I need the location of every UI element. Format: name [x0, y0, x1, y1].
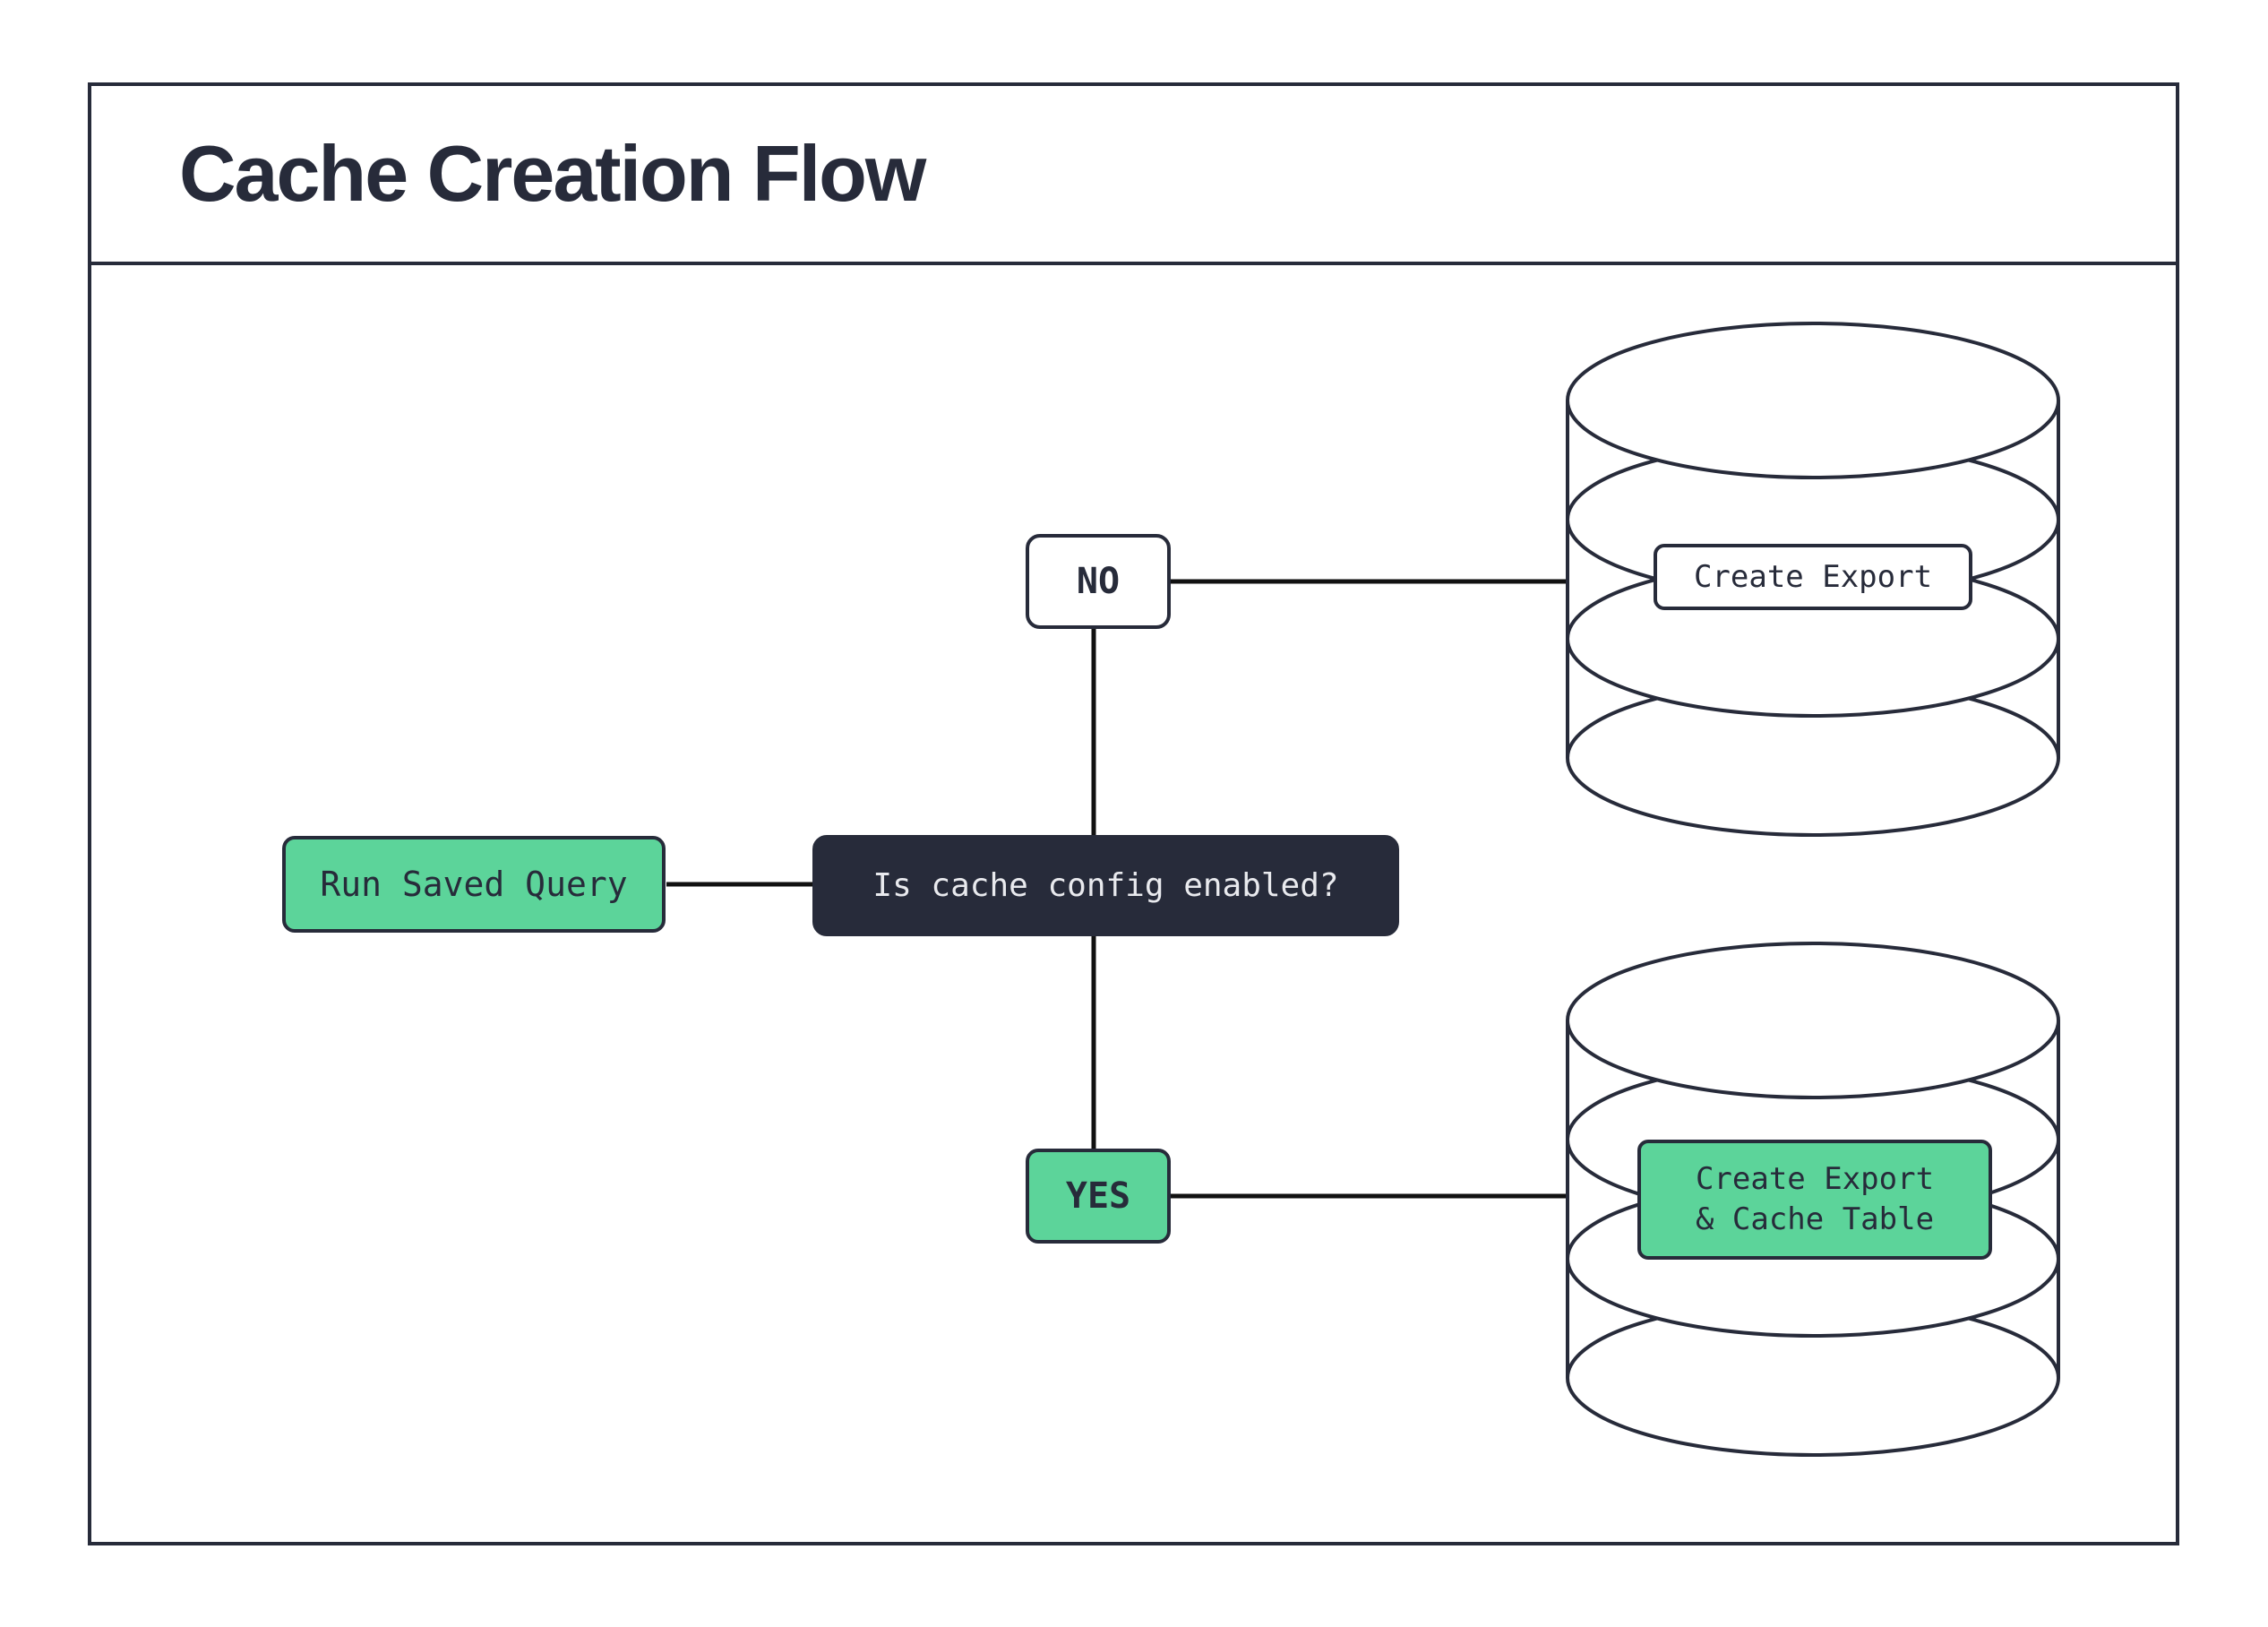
create-export-label: Create Export [1693, 559, 1933, 595]
node-branch-yes: YES [1026, 1149, 1171, 1244]
node-branch-no: NO [1026, 534, 1171, 629]
node-create-export-cache-table: Create Export & Cache Table [1637, 1140, 1992, 1260]
node-run-saved-query-label: Run Saved Query [320, 865, 628, 904]
diagram-header: Cache Creation Flow [91, 86, 2176, 265]
disk-1 [1566, 322, 2060, 479]
page-title: Cache Creation Flow [179, 129, 926, 218]
node-decision-label: Is cache config enabled? [872, 867, 1339, 904]
create-export-cache-line1: Create Export [1695, 1161, 1935, 1197]
disk-1 [1566, 942, 2060, 1099]
node-decision-cache-config: Is cache config enabled? [812, 835, 1399, 936]
node-create-export: Create Export [1654, 544, 1972, 610]
branch-yes-label: YES [1065, 1175, 1131, 1217]
create-export-cache-line2: & Cache Table [1695, 1201, 1935, 1237]
branch-no-label: NO [1076, 561, 1121, 602]
node-run-saved-query: Run Saved Query [282, 836, 666, 933]
